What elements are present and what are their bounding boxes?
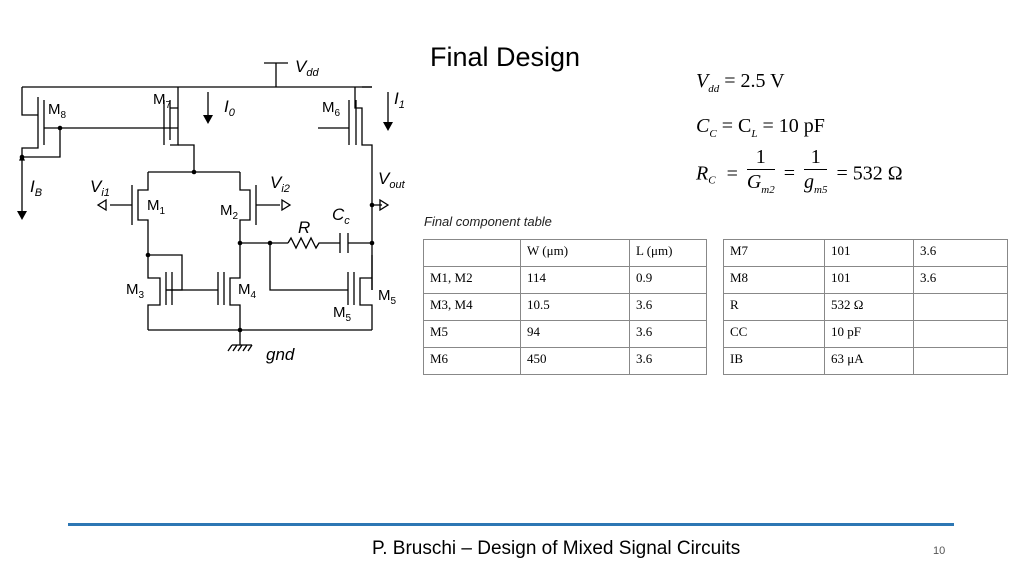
table-cell: 3.6 [913,239,1008,267]
table-header-cell: L (μm) [629,239,707,267]
vdd-terminal [264,62,288,87]
i0-label: I0 [224,97,236,119]
table-cell: 3.6 [629,347,707,375]
m5-label-lower: M5 [333,304,352,324]
table-cell: 63 μA [824,347,914,375]
table-cell: 101 [824,239,914,267]
table-cell: M6 [423,347,521,375]
table-cell: 450 [520,347,630,375]
table-row: M6 450 3.6 [423,347,707,375]
m1-label: M1 [147,197,166,217]
table-cell: 114 [520,266,630,294]
m4-label: M4 [238,281,257,301]
table-header-cell: W (μm) [520,239,630,267]
table-row: IB 63 μA [723,347,1008,375]
table-cell: M5 [423,320,521,348]
table-cell: 10 pF [824,320,914,348]
table-row: M3, M4 10.5 3.6 [423,293,707,321]
table-cell [913,347,1008,375]
m2-label: M2 [220,202,239,222]
footer-rule [68,523,954,526]
page-number: 10 [933,545,946,557]
table-cell: 10.5 [520,293,630,321]
table-header-row: W (μm) L (μm) [423,239,707,267]
r-label: R [298,218,310,237]
table-cell: 101 [824,266,914,294]
m3-label: M3 [126,281,145,301]
table-header-cell [423,239,521,267]
table-cell [913,320,1008,348]
gnd-label: gnd [266,345,295,364]
table-cell: R [723,293,825,321]
table-row: M7 101 3.6 [723,239,1008,267]
equation-rc: RC = 1 Gm2 = 1 gm5 = 532 Ω [696,146,903,202]
equation-cc: CC = CL = 10 pF [696,115,825,140]
table-cell: 94 [520,320,630,348]
fraction-gm5: 1 gm5 [804,146,828,196]
table-cell: 3.6 [629,320,707,348]
table-cell: 0.9 [629,266,707,294]
table-cell [913,293,1008,321]
ib-label: IB [30,177,42,199]
slide-title: Final Design [430,42,581,72]
m5-label-right: M5 [378,287,397,307]
vdd-label: Vdd [295,57,319,79]
table-row: M8 101 3.6 [723,266,1008,294]
table-cell: M3, M4 [423,293,521,321]
component-table-left: W (μm) L (μm) M1, M2 114 0.9 M3, M4 10.5… [423,239,707,375]
table-cell: M8 [723,266,825,294]
table-row: M5 94 3.6 [423,320,707,348]
i1-label: I1 [394,89,405,111]
vout-label: Vout [378,169,406,191]
equation-vdd: Vdd = 2.5 V [696,70,785,95]
table-cell: 3.6 [913,266,1008,294]
footer-text: P. Bruschi – Design of Mixed Signal Circ… [372,538,741,559]
component-table-right: M7 101 3.6 M8 101 3.6 R 532 Ω CC 10 pF I… [723,239,1008,375]
fraction-gm2: 1 Gm2 [746,146,775,196]
table-cell: 3.6 [629,293,707,321]
m7-label: M7 [153,91,172,111]
table-cell: CC [723,320,825,348]
m6-label: M6 [322,99,341,119]
circuit-schematic: Vdd I0 I1 IB Vi1 Vi2 Vout R Cc gnd M8 M7… [17,57,406,364]
table-cell: 532 Ω [824,293,914,321]
table-cell: IB [723,347,825,375]
table-cell: M7 [723,239,825,267]
vi2-label: Vi2 [270,173,290,195]
table-caption: Final component table [424,214,552,229]
table-row: M1, M2 114 0.9 [423,266,707,294]
table-row: R 532 Ω [723,293,1008,321]
vi1-label: Vi1 [90,177,110,199]
table-row: CC 10 pF [723,320,1008,348]
table-cell: M1, M2 [423,266,521,294]
cc-label: Cc [332,205,350,227]
m8-label: M8 [48,101,67,121]
